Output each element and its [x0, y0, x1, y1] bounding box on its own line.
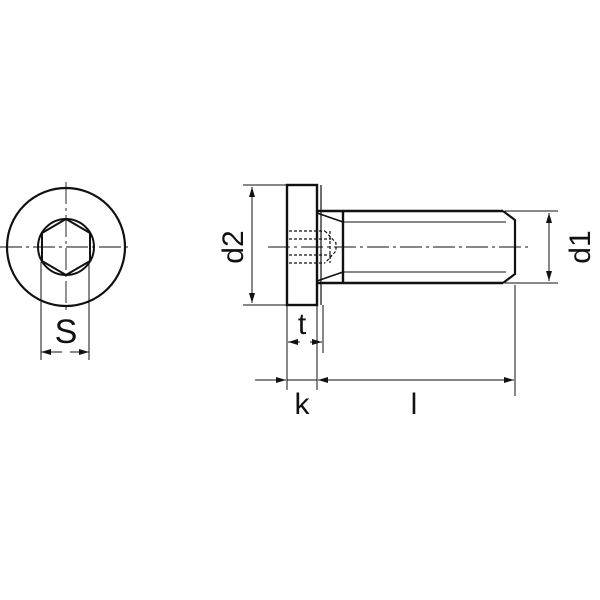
label-t: t: [298, 308, 307, 341]
label-d1: d1: [564, 230, 597, 263]
end-view: [0, 182, 132, 360]
label-k: k: [295, 388, 311, 421]
side-view: [243, 183, 558, 396]
screw-head: [285, 183, 319, 307]
label-d2: d2: [217, 230, 250, 263]
label-s: S: [55, 313, 78, 351]
label-l: l: [411, 388, 418, 421]
